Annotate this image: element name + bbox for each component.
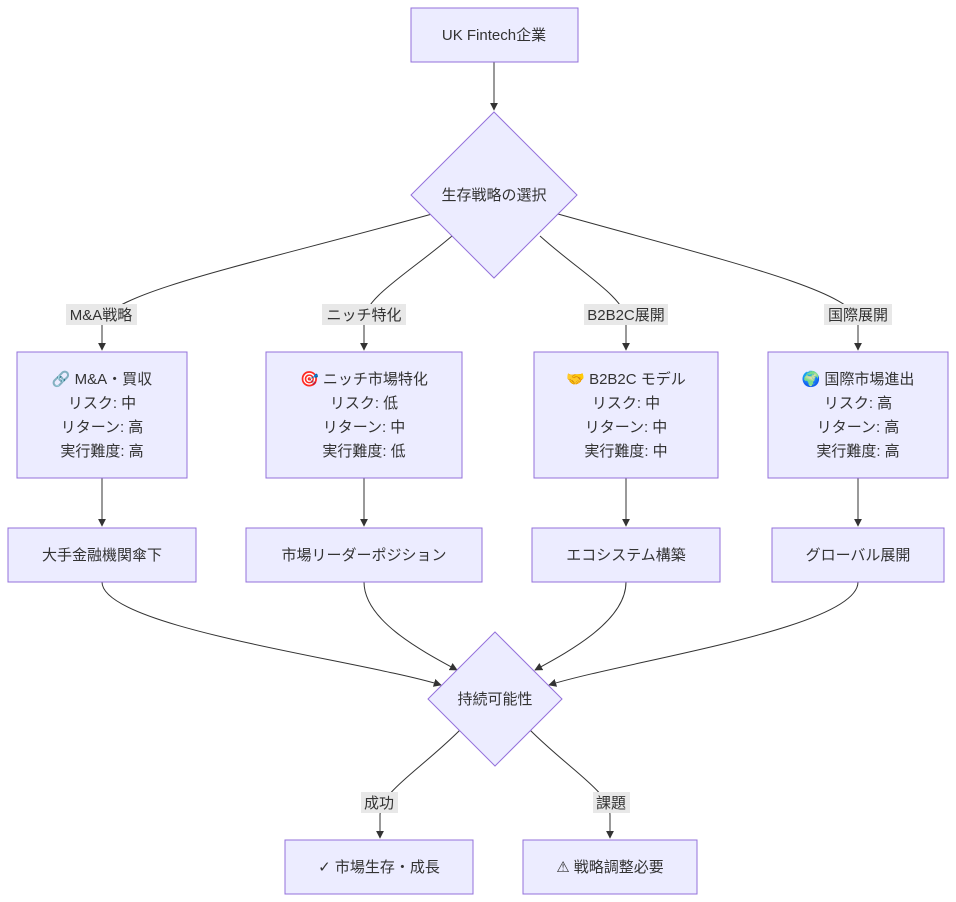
node-ma-title: 🔗 M&A・買収	[52, 369, 152, 388]
node-success-label: ✓ 市場生存・成長	[318, 859, 440, 876]
edge-label-ma-text: M&A戦略	[70, 307, 133, 324]
node-decision: 生存戦略の選択	[410, 111, 578, 279]
edge-label-b2b2c: B2B2C展開	[584, 304, 668, 325]
node-intl-difficulty: 実行難度: 高	[816, 443, 899, 460]
node-b2b2c-title: 🤝 B2B2C モデル	[566, 370, 686, 388]
node-niche-title: 🎯 ニッチ市場特化	[300, 370, 428, 388]
node-b2b2c-return: リターン: 中	[585, 419, 668, 436]
node-decision-label: 生存戦略の選択	[441, 187, 546, 204]
node-ma-difficulty: 実行難度: 高	[60, 443, 143, 460]
node-niche-out-label: 市場リーダーポジション	[281, 547, 446, 564]
node-ma: 🔗 M&A・買収 リスク: 中 リターン: 高 実行難度: 高	[16, 351, 188, 479]
edge-decision-to-b2b2c	[539, 235, 630, 351]
node-challenge: ⚠ 戦略調整必要	[522, 839, 698, 895]
node-sustain-label: 持続可能性	[457, 691, 532, 708]
edge-label-intl: 国際展開	[824, 304, 892, 325]
edge-label-challenge: 課題	[593, 792, 630, 813]
edge-intl-out-to-sustain	[548, 581, 859, 687]
edge-labels: M&A戦略 ニッチ特化 B2B2C展開 国際展開 成功 課題	[66, 304, 892, 813]
node-sustain: 持続可能性	[427, 631, 563, 767]
edge-ma-out-to-sustain	[101, 581, 442, 687]
node-intl-title: 🌍 国際市場進出	[802, 370, 915, 388]
node-intl-return: リターン: 高	[817, 419, 900, 436]
node-start: UK Fintech企業	[410, 7, 579, 63]
node-b2b2c-out-label: エコシステム構築	[566, 546, 686, 564]
edge-sustain-to-success	[376, 729, 461, 839]
node-ma-out: 大手金融機関傘下	[7, 527, 197, 583]
edge-label-niche-text: ニッチ特化	[326, 307, 401, 324]
node-b2b2c: 🤝 B2B2C モデル リスク: 中 リターン: 中 実行難度: 中	[533, 351, 719, 479]
edge-decision-to-intl	[557, 213, 862, 351]
node-niche-difficulty: 実行難度: 低	[322, 443, 405, 460]
edge-label-success: 成功	[361, 792, 398, 813]
edge-b2b2c-out-to-sustain	[534, 581, 627, 671]
node-niche-out: 市場リーダーポジション	[245, 527, 483, 583]
edge-label-intl-text: 国際展開	[828, 307, 888, 324]
node-niche-risk: リスク: 低	[330, 395, 398, 412]
node-ma-out-label: 大手金融機関傘下	[42, 547, 162, 564]
edge-niche-out-to-sustain	[363, 581, 458, 671]
node-niche-return: リターン: 中	[323, 419, 406, 436]
node-intl: 🌍 国際市場進出 リスク: 高 リターン: 高 実行難度: 高	[767, 351, 949, 479]
edge-sustain-to-challenge	[529, 729, 614, 839]
edge-label-ma: M&A戦略	[66, 304, 137, 325]
node-b2b2c-risk: リスク: 中	[592, 395, 660, 412]
node-b2b2c-out: エコシステム構築	[531, 527, 721, 583]
node-b2b2c-difficulty: 実行難度: 中	[584, 443, 667, 460]
node-start-label: UK Fintech企業	[442, 26, 546, 44]
edge-label-niche: ニッチ特化	[322, 304, 406, 325]
node-niche: 🎯 ニッチ市場特化 リスク: 低 リターン: 中 実行難度: 低	[265, 351, 463, 479]
node-intl-risk: リスク: 高	[824, 395, 892, 412]
edge-decision-to-niche	[360, 235, 453, 351]
node-ma-return: リターン: 高	[61, 419, 144, 436]
edge-label-b2b2c-text: B2B2C展開	[587, 307, 665, 324]
node-intl-out: グローバル展開	[771, 527, 945, 583]
node-success: ✓ 市場生存・成長	[284, 839, 474, 895]
node-challenge-label: ⚠ 戦略調整必要	[556, 859, 664, 876]
nodes: UK Fintech企業 生存戦略の選択 🔗 M&A・買収 リスク: 中 リター…	[7, 7, 949, 895]
edge-label-success-text: 成功	[364, 795, 394, 812]
edge-decision-to-ma	[98, 213, 433, 351]
node-ma-risk: リスク: 中	[68, 395, 136, 412]
node-intl-out-label: グローバル展開	[806, 547, 911, 564]
edge-label-challenge-text: 課題	[596, 795, 626, 812]
